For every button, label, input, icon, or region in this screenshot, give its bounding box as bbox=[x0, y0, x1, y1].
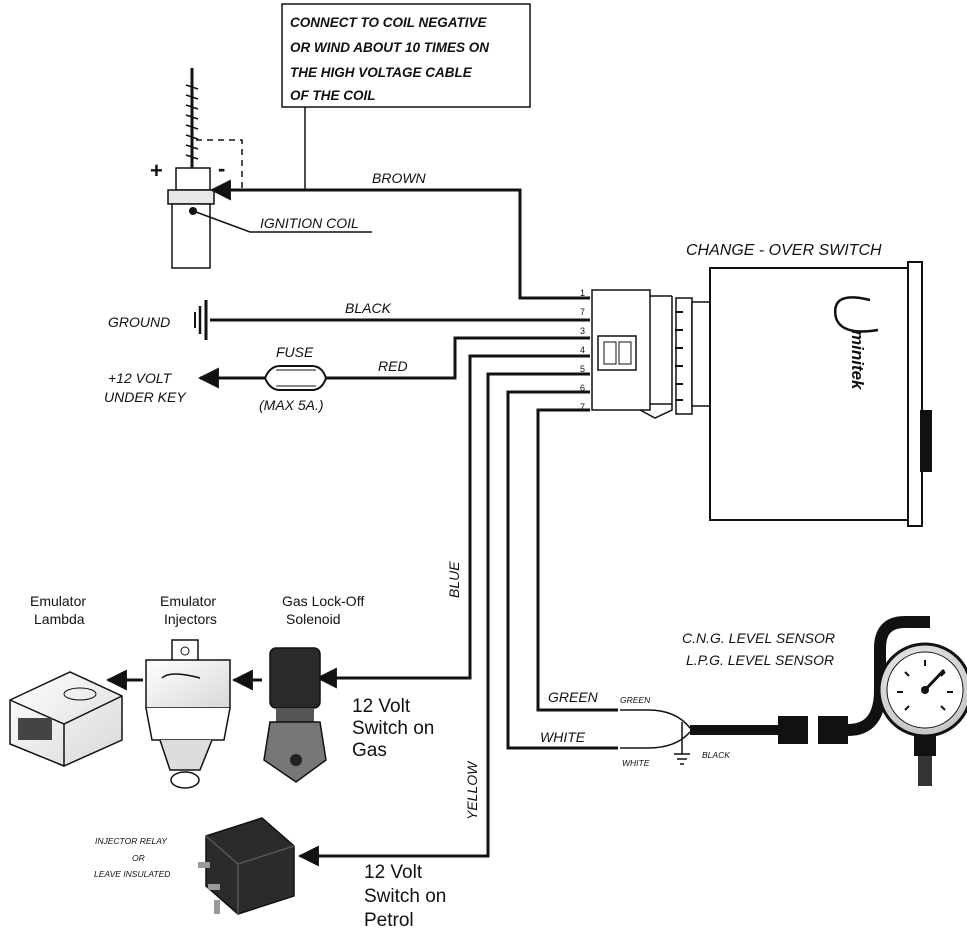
power-label-line-2: UNDER KEY bbox=[104, 389, 187, 405]
ignition-coil: + - IGNITION COIL bbox=[150, 68, 372, 269]
dashed-wind-line bbox=[196, 139, 243, 190]
hv-lead-winding bbox=[185, 84, 199, 160]
yellow-wire-label: YELLOW bbox=[464, 760, 480, 820]
switch-body bbox=[709, 267, 911, 521]
gas-switch-line-1: 12 Volt bbox=[352, 696, 411, 717]
green-wire: GREEN bbox=[536, 408, 618, 712]
emulator-injectors: Emulator Injectors bbox=[145, 593, 231, 789]
pin-label-1: 1 bbox=[580, 288, 585, 298]
switch-title: CHANGE - OVER SWITCH bbox=[686, 242, 882, 259]
brown-wire-label: BROWN bbox=[372, 170, 427, 186]
change-over-switch: CHANGE - OVER SWITCH minitek bbox=[675, 242, 932, 527]
sensor-label-line-1: C.N.G. LEVEL SENSOR bbox=[682, 630, 835, 646]
relay-label-line-2: OR bbox=[132, 853, 145, 863]
pin-label-6: 6 bbox=[580, 383, 585, 393]
note-line-1: CONNECT TO COIL NEGATIVE bbox=[290, 15, 488, 30]
coil-minus-symbol: - bbox=[218, 156, 225, 181]
coil-note-box: CONNECT TO COIL NEGATIVE OR WIND ABOUT 1… bbox=[281, 3, 531, 190]
blue-wire-label: BLUE bbox=[446, 561, 462, 598]
red-wire-label: RED bbox=[378, 358, 408, 374]
gas-switch-line-2: Switch on bbox=[352, 718, 434, 739]
black-wire-label: BLACK bbox=[345, 300, 392, 316]
sensor-lead: GREEN WHITE BLACK C.N.G. LEVEL SENSOR L.… bbox=[620, 616, 930, 768]
switch-brand-logo: minitek bbox=[833, 296, 879, 391]
lambda-label-line-1: Emulator bbox=[30, 593, 86, 609]
relay-label-line-1: INJECTOR RELAY bbox=[95, 836, 168, 846]
level-gauge-icon bbox=[877, 642, 967, 786]
svg-text:minitek: minitek bbox=[848, 330, 867, 391]
petrol-switch-line-1: 12 Volt bbox=[364, 862, 423, 883]
note-line-3: THE HIGH VOLTAGE CABLE bbox=[290, 65, 473, 80]
pin-label-2: 7 bbox=[580, 307, 585, 317]
coil-plus-symbol: + bbox=[150, 158, 163, 183]
sensor-green-small: GREEN bbox=[620, 695, 651, 705]
petrol-switch-line-2: Switch on bbox=[364, 886, 446, 907]
emulator-lambda: Emulator Lambda bbox=[9, 593, 123, 767]
relay-label-line-3: LEAVE INSULATED bbox=[94, 869, 170, 879]
brown-wire: BROWN bbox=[209, 170, 590, 300]
injectors-label-line-2: Injectors bbox=[164, 611, 217, 627]
ground-label: GROUND bbox=[108, 314, 170, 330]
yellow-wire: YELLOW bbox=[297, 372, 590, 867]
note-line-4: OF THE COIL bbox=[290, 88, 376, 103]
green-wire-label: GREEN bbox=[548, 689, 599, 705]
petrol-switch-line-3: Petrol bbox=[364, 910, 414, 931]
coil-label: IGNITION COIL bbox=[260, 215, 359, 231]
note-line-2: OR WIND ABOUT 10 TIMES ON bbox=[290, 40, 489, 55]
fuse-icon bbox=[263, 365, 328, 391]
switch-connector: 1 7 3 4 5 6 7 bbox=[580, 288, 673, 419]
white-wire: WHITE bbox=[506, 390, 618, 750]
pin-label-4: 4 bbox=[580, 345, 585, 355]
solenoid-label-line-2: Solenoid bbox=[286, 611, 341, 627]
fuse-label: FUSE bbox=[276, 344, 314, 360]
injector-relay: INJECTOR RELAY OR LEAVE INSULATED bbox=[94, 817, 295, 915]
pin-label-5: 5 bbox=[580, 364, 585, 374]
pin-label-3: 3 bbox=[580, 326, 585, 336]
sensor-white-small: WHITE bbox=[622, 758, 650, 768]
lambda-label-line-2: Lambda bbox=[34, 611, 85, 627]
solenoid-label-line-1: Gas Lock-Off bbox=[282, 593, 364, 609]
gas-lock-off-solenoid: Gas Lock-Off Solenoid bbox=[263, 593, 364, 783]
power-label-line-1: +12 VOLT bbox=[108, 370, 173, 386]
red-fuse-wire: FUSE (MAX 5A.) RED +12 VOLT UNDER KEY bbox=[104, 336, 590, 413]
fuse-rating: (MAX 5A.) bbox=[259, 397, 324, 413]
pin-label-7: 7 bbox=[580, 402, 585, 412]
gas-switch-line-3: Gas bbox=[352, 740, 387, 761]
blue-wire: BLUE bbox=[315, 354, 590, 689]
sensor-label-line-2: L.P.G. LEVEL SENSOR bbox=[686, 652, 834, 668]
ground-black-wire: GROUND BLACK bbox=[108, 300, 590, 340]
coil-label-leader bbox=[195, 211, 372, 233]
injectors-label-line-1: Emulator bbox=[160, 593, 216, 609]
sensor-black-small: BLACK bbox=[702, 750, 730, 760]
white-wire-label: WHITE bbox=[540, 729, 586, 745]
